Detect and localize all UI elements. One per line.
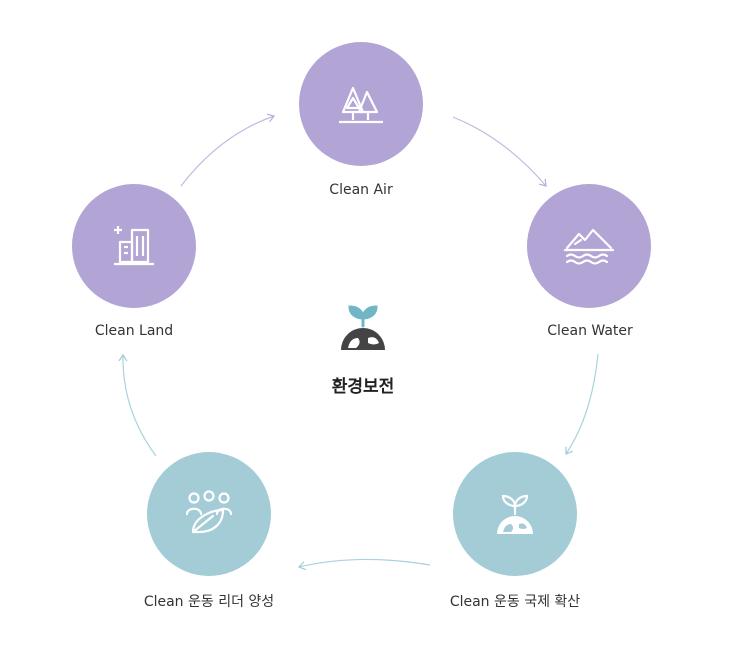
clean-land-label: Clean Land <box>94 323 174 339</box>
trees-icon <box>339 86 383 124</box>
clean-water-label: Clean Water <box>547 323 633 339</box>
clean-land-node <box>72 184 196 308</box>
arrow-air-to-water <box>452 116 547 187</box>
clean-spread-node <box>453 452 577 576</box>
clean-air-label: Clean Air <box>329 182 393 198</box>
mountain-waves-icon <box>563 228 615 265</box>
clean-leaders-label: Clean 운동 리더 양성 <box>143 594 275 610</box>
buildings-icon <box>114 226 154 266</box>
sprout-globe-icon <box>497 494 533 534</box>
arrow-land-to-air <box>180 113 276 187</box>
clean-leaders-node <box>147 452 271 576</box>
people-leaf-icon <box>185 490 233 534</box>
sprout-globe-icon <box>341 305 385 350</box>
center-title: 환경보전 <box>331 377 395 397</box>
arrow-spread-to-leaders <box>297 558 431 571</box>
arrow-water-to-spread <box>565 353 599 455</box>
clean-spread-label: Clean 운동 국제 확산 <box>449 594 581 610</box>
arrow-leaders-to-land <box>118 353 157 457</box>
clean-air-node <box>299 42 423 166</box>
clean-water-node <box>527 184 651 308</box>
